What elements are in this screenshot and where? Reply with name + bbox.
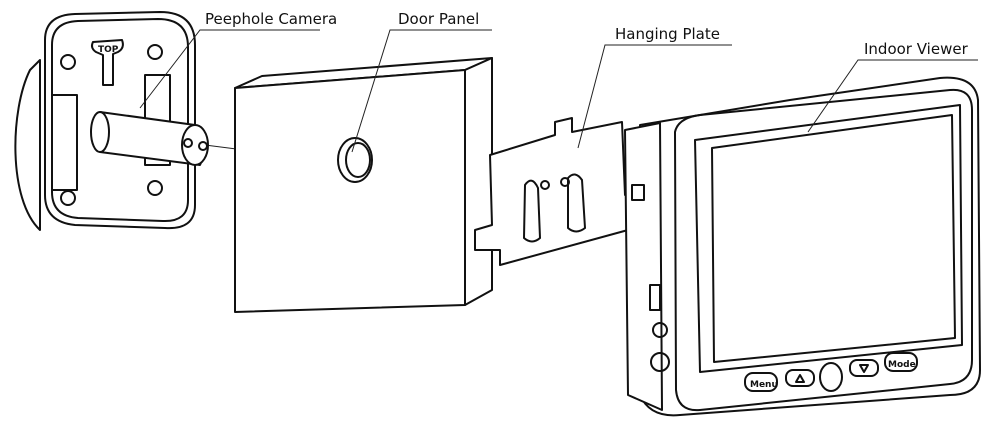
indoor-viewer: Menu Mode <box>624 76 981 417</box>
door-panel <box>234 57 493 313</box>
label-indoor-viewer: Indoor Viewer <box>864 40 968 58</box>
menu-button <box>744 372 778 392</box>
top-marking: TOP <box>98 45 119 55</box>
peephole-camera: TOP <box>14 11 209 231</box>
hanging-plate <box>474 117 643 266</box>
mode-button <box>884 352 918 372</box>
up-button <box>785 369 815 387</box>
label-hanging-plate: Hanging Plate <box>615 25 720 43</box>
leader-lines <box>139 29 978 153</box>
menu-button-label: Menu <box>750 380 778 390</box>
down-button <box>849 359 879 377</box>
label-door-panel: Door Panel <box>398 10 480 28</box>
center-button <box>819 362 843 392</box>
mode-button-label: Mode <box>888 360 916 370</box>
label-peephole-camera: Peephole Camera <box>205 10 338 28</box>
